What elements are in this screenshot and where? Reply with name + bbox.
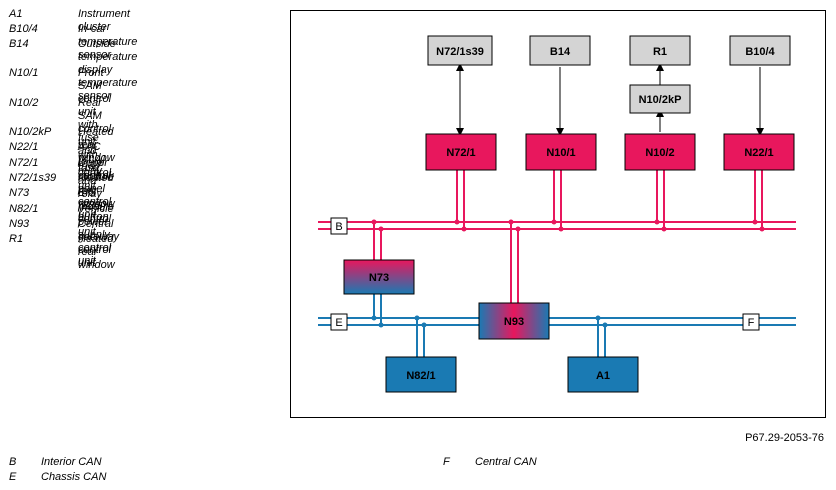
sensor-label: R1 [653, 46, 667, 58]
legend-code: N10/2kP [9, 126, 52, 138]
sensor-n72-1s39-box: N72/1s39 [427, 35, 493, 66]
interior-can-junctions [371, 219, 765, 232]
unit-label: N82/1 [406, 370, 435, 382]
legend-desc: Heated rear window relay [78, 126, 115, 177]
interior-can-bus [318, 221, 796, 230]
chassis-can-bus [318, 317, 796, 326]
legend-code: N73 [9, 187, 30, 199]
sensor-label: N72/1s39 [436, 46, 484, 58]
footer-legend-desc: Central CAN [475, 456, 537, 468]
sensor-b14-box: B14 [529, 35, 591, 66]
relay-n10-2kp-box: N10/2kP [629, 84, 691, 114]
unit-label: A1 [596, 370, 610, 382]
footer-legend-desc: Interior CAN [41, 456, 102, 468]
unit-n72-1-box: N72/1 [425, 133, 497, 171]
signal-arrows [456, 63, 764, 136]
legend-code: N10/2 [9, 97, 39, 109]
unit-label: N10/1 [546, 147, 575, 159]
unit-label: N73 [369, 272, 389, 284]
bus-label-text: E [335, 317, 342, 329]
legend-desc: Rear SAM control unit with fuse and rela… [78, 97, 115, 213]
legend-desc: Heated rear window [78, 233, 115, 271]
unit-a1-box: A1 [567, 356, 639, 393]
legend-desc: EIS [EZS] control unit [78, 187, 112, 238]
figure-reference: P67.29-2053-76 [745, 432, 824, 444]
unit-label: N93 [504, 316, 524, 328]
legend-code: N93 [9, 218, 30, 230]
footer-code: B [9, 456, 17, 468]
legend-code: N10/1 [9, 67, 39, 79]
legend-desc: Outside temperature display temperature … [78, 38, 138, 102]
bus-label-f: F [742, 313, 760, 331]
footer-legend-desc: Chassis CAN [41, 471, 107, 483]
unit-n73-box: N73 [343, 259, 415, 295]
footer-legend-item: F [443, 456, 450, 468]
legend-desc: Front SAM control unit with fuse and rel… [78, 67, 115, 183]
unit-label: N22/1 [744, 147, 773, 159]
legend-desc: Central gateway control unit [78, 218, 119, 269]
unit-n22-1-box: N22/1 [723, 133, 795, 171]
legend-code: N82/1 [9, 203, 39, 215]
chassis-can-junctions [371, 315, 608, 328]
legend-code: R1 [9, 233, 24, 245]
chassis-can-connections [373, 294, 606, 357]
legend-code: A1 [9, 8, 23, 20]
footer-legend-item: E [9, 471, 16, 483]
legend-code: N72/1 [9, 157, 39, 169]
sensor-label: N10/2kP [639, 94, 682, 106]
unit-n10-1-box: N10/1 [525, 133, 597, 171]
legend-desc: AAC [KLA] control unit [78, 141, 112, 192]
footer-code: E [9, 471, 17, 483]
unit-n93-box: N93 [478, 302, 550, 340]
component-r1-box: R1 [629, 35, 691, 66]
footer-code: F [443, 456, 450, 468]
unit-n82-1-box: N82/1 [385, 356, 457, 393]
legend-desc: Instrument cluster [78, 8, 130, 33]
legend-desc: Upper control panel control unit [78, 157, 112, 221]
unit-label: N10/2 [645, 147, 674, 159]
bus-label-b: B [330, 217, 348, 235]
legend-code: N22/1 [9, 141, 39, 153]
interior-can-connections [373, 170, 763, 303]
legend-code: B14 [9, 38, 29, 50]
legend-code: N72/1s39 [9, 172, 57, 184]
legend-desc: Heated rear window button [78, 172, 115, 223]
bus-label-text: B [335, 221, 342, 233]
unit-n10-2-box: N10/2 [624, 133, 696, 171]
sensor-label: B14 [550, 46, 571, 58]
legend-desc: Vehicle power supply control unit [78, 203, 114, 267]
legend-desc: In-car temperature sensor [78, 23, 138, 61]
unit-label: N72/1 [446, 147, 475, 159]
network-diagram: N72/1s39 B14 R1 B10/4 N10/2kP N72/1 N10/… [318, 35, 796, 393]
legend-code: B10/4 [9, 23, 38, 35]
sensor-label: B10/4 [745, 46, 775, 58]
bus-label-text: F [748, 317, 755, 329]
footer-legend-item: B [9, 456, 16, 468]
bus-label-e: E [330, 313, 348, 331]
network-diagram-frame: N72/1s39 B14 R1 B10/4 N10/2kP N72/1 N10/… [290, 10, 826, 418]
sensor-b10-4-box: B10/4 [729, 35, 791, 66]
